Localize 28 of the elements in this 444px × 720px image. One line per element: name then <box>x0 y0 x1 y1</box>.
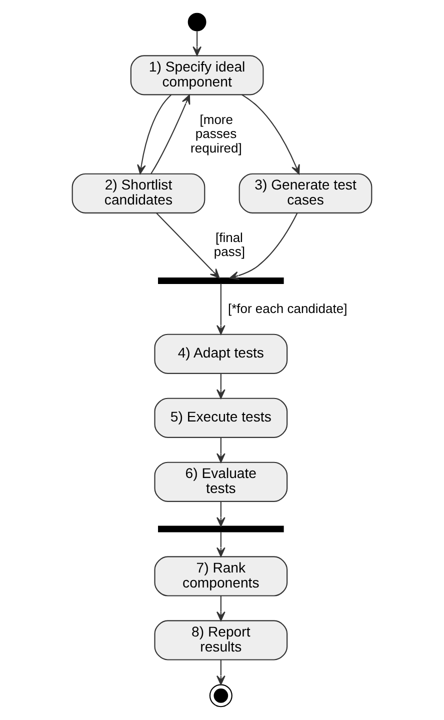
arrow <box>192 31 202 56</box>
arrow <box>137 94 172 174</box>
arrow <box>216 374 226 399</box>
arrow <box>150 94 190 174</box>
node-box: 5) Execute tests <box>154 398 288 438</box>
arrow <box>216 660 226 686</box>
edge-label: [*for each candidate] <box>228 300 348 316</box>
node-bar <box>158 526 284 532</box>
arrow <box>216 502 226 527</box>
edge-label: [more passes required] <box>190 112 242 156</box>
node-bar <box>158 277 284 284</box>
arrow <box>229 212 298 280</box>
node-box: 6) Evaluate tests <box>154 462 288 502</box>
node-box: 1) Specify ideal component <box>130 55 264 96</box>
arrow <box>216 284 226 335</box>
arrow <box>242 94 300 174</box>
node-box: 3) Generate test cases <box>238 173 372 214</box>
node-bullseye <box>209 684 232 708</box>
node-box: 4) Adapt tests <box>154 334 288 374</box>
arrow <box>216 438 226 463</box>
arrow <box>156 212 220 278</box>
arrow <box>216 532 226 557</box>
node-box: 7) Rank components <box>154 556 288 596</box>
arrow <box>216 596 226 622</box>
node-box: 2) Shortlist candidates <box>72 173 206 214</box>
node-box: 8) Report results <box>154 620 288 660</box>
edge-label: [final pass] <box>214 230 245 259</box>
node-circle <box>188 12 206 32</box>
